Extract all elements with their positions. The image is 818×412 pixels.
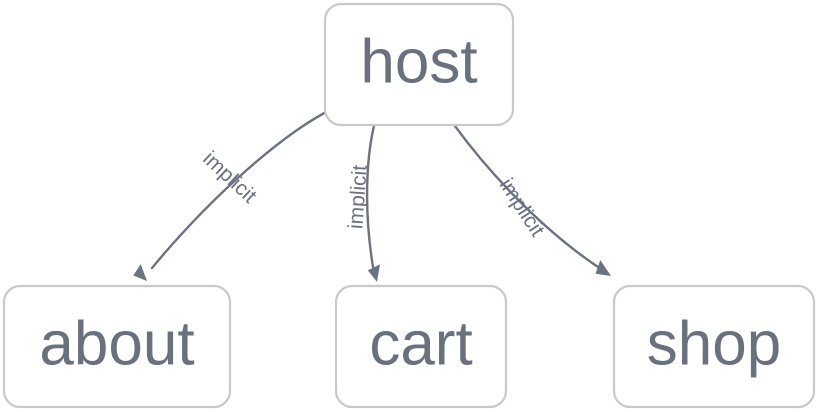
edge-host-about-label: implicit bbox=[198, 147, 261, 208]
edge-host-cart-arrowhead bbox=[367, 264, 380, 282]
node-shop[interactable]: shop bbox=[612, 284, 816, 409]
node-shop-box[interactable] bbox=[612, 284, 816, 409]
node-about-label: about bbox=[39, 309, 194, 378]
edge-host-cart-label: implicit bbox=[344, 164, 371, 230]
edge-host-shop[interactable]: implicit bbox=[453, 124, 615, 282]
node-shop-label: shop bbox=[647, 309, 781, 378]
node-about[interactable]: about bbox=[2, 284, 232, 409]
edge-host-about-arrowhead bbox=[133, 264, 147, 281]
edges-layer: implicit implicit implicit bbox=[131, 108, 615, 285]
node-host[interactable]: host bbox=[323, 2, 515, 127]
node-host-label: host bbox=[360, 27, 477, 96]
edge-host-cart-path bbox=[365, 124, 376, 269]
edge-host-cart[interactable]: implicit bbox=[344, 124, 383, 283]
node-cart-label: cart bbox=[369, 309, 472, 378]
node-cart[interactable]: cart bbox=[334, 284, 508, 409]
edge-host-about-path bbox=[150, 108, 332, 270]
node-cart-box[interactable] bbox=[334, 284, 508, 409]
edge-host-shop-label: implicit bbox=[495, 174, 549, 240]
edge-host-shop-arrowhead bbox=[595, 259, 611, 276]
node-host-box[interactable] bbox=[323, 2, 515, 127]
edge-host-about[interactable]: implicit bbox=[131, 108, 332, 285]
node-about-box[interactable] bbox=[2, 284, 232, 409]
edge-host-shop-path bbox=[453, 124, 600, 269]
